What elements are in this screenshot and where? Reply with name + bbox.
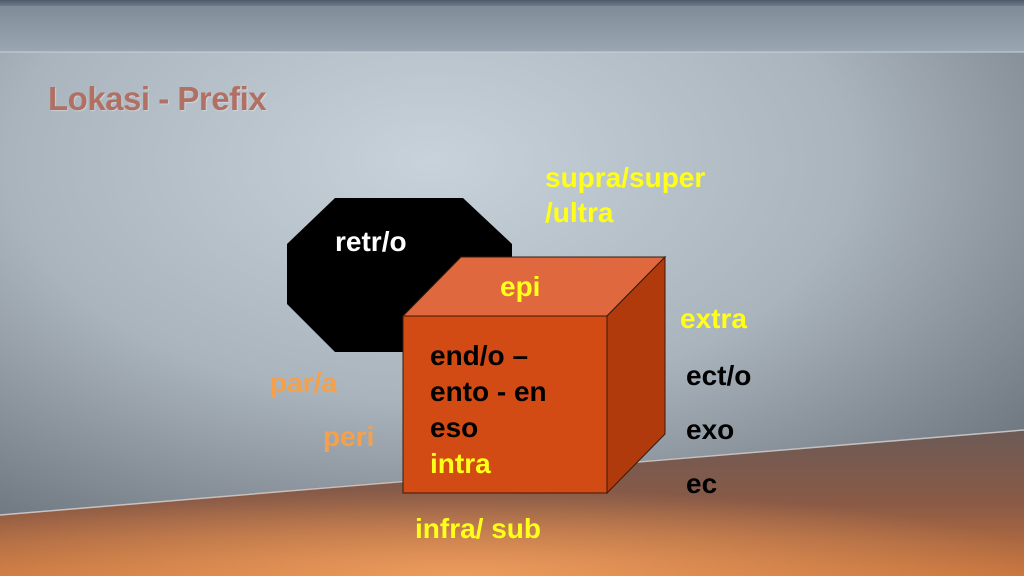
slide-title: Lokasi - Prefix [48, 80, 267, 117]
cube-front-text: end/o – ento - en eso intra [430, 338, 547, 482]
label-epi: epi [500, 271, 541, 302]
label-ec: ec [686, 468, 718, 499]
label-extra: extra [680, 303, 747, 334]
label-exo: exo [686, 414, 735, 445]
label-peri: peri [323, 421, 375, 452]
label-supra-line2: /ultra [545, 197, 614, 228]
label-supra-line1: supra/super [545, 162, 706, 193]
top-edge-bar [0, 0, 1024, 6]
label-ecto: ect/o [686, 360, 752, 391]
cube-front-line-ento: ento - en [430, 376, 547, 407]
label-infra: infra/ sub [415, 513, 542, 544]
cube-front-line-intra: intra [430, 448, 491, 479]
label-para: par/a [270, 367, 337, 398]
cube-front-line-eso: eso [430, 412, 479, 443]
cube-front-line-endo: end/o – [430, 340, 529, 371]
label-retro: retr/o [335, 226, 407, 257]
